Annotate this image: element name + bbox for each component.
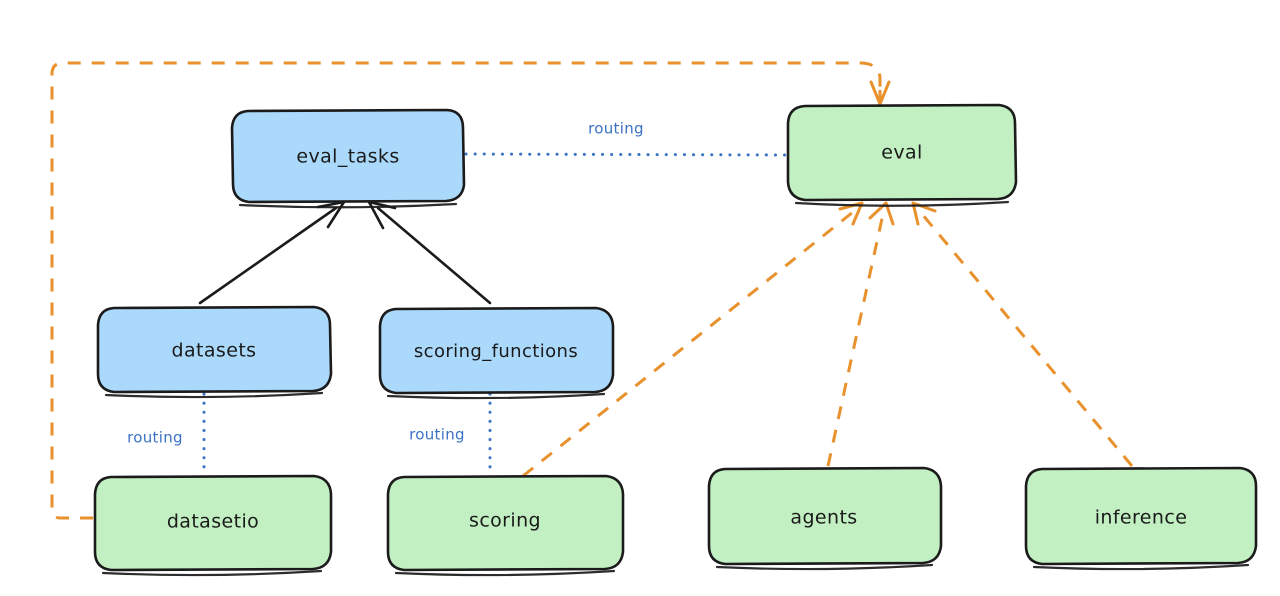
- edge-datasetio-to-eval: [50, 61, 891, 520]
- edge-datasetio-to-eval-line: [50, 61, 882, 520]
- edge-datasets-to-datasetio: routing: [127, 392, 206, 476]
- edge-label-routing-datasetio: routing: [127, 429, 183, 447]
- node-eval[interactable]: eval: [786, 103, 1018, 207]
- node-eval_tasks-label: eval_tasks: [296, 146, 399, 168]
- edge-inference-to-eval-line: [920, 213, 1134, 467]
- node-scoring_functions-label: scoring_functions: [414, 341, 578, 362]
- node-eval_tasks-shadow: [238, 202, 458, 209]
- edge-inference-to-eval: [911, 201, 1134, 467]
- node-eval_tasks[interactable]: eval_tasks: [230, 108, 466, 209]
- node-scoring_functions-box: [378, 306, 615, 395]
- node-scoring[interactable]: scoring: [386, 474, 625, 577]
- edge-agents-to-eval-line: [826, 213, 885, 467]
- node-inference-shadow: [1032, 563, 1250, 571]
- edge-datasets-to-eval_tasks-line: [198, 206, 338, 305]
- edge-label-routing-eval: routing: [588, 120, 644, 138]
- node-inference-label: inference: [1095, 507, 1188, 529]
- node-eval_tasks-box: [230, 108, 466, 204]
- edge-scoring_functions-to-scoring: routing: [409, 392, 492, 476]
- node-agents[interactable]: agents: [707, 466, 943, 571]
- edge-group-composition: [198, 200, 492, 305]
- edge-group-routing: routing routing routing: [127, 120, 789, 476]
- node-datasets-shadow: [104, 391, 324, 399]
- node-inference[interactable]: inference: [1024, 466, 1258, 571]
- edge-agents-to-eval: [826, 201, 895, 467]
- edge-label-routing-scoring: routing: [409, 426, 465, 444]
- node-datasetio[interactable]: datasetio: [93, 474, 333, 577]
- node-eval-label: eval: [881, 142, 922, 164]
- edge-eval_tasks-to-eval: routing: [464, 120, 789, 157]
- node-datasetio-box: [93, 474, 333, 572]
- node-agents-label: agents: [790, 507, 857, 529]
- node-scoring-label: scoring: [469, 510, 541, 532]
- node-eval-shadow: [794, 200, 1010, 207]
- edge-scoring_functions-to-eval_tasks: [367, 200, 492, 305]
- node-eval-box: [786, 103, 1018, 202]
- node-scoring-box: [386, 474, 625, 572]
- node-agents-box: [707, 466, 943, 566]
- node-scoring-shadow: [394, 569, 616, 577]
- node-datasets-label: datasets: [172, 340, 257, 362]
- edge-scoring_functions-to-eval_tasks-line: [376, 206, 492, 305]
- edge-datasets-to-eval_tasks-arrowhead: [316, 200, 346, 229]
- edge-eval_tasks-to-eval-line: [464, 152, 789, 157]
- node-datasets[interactable]: datasets: [96, 305, 333, 399]
- node-agents-shadow: [715, 563, 934, 571]
- node-datasetio-shadow: [101, 569, 323, 577]
- edge-datasets-to-eval_tasks: [198, 200, 346, 305]
- node-datasetio-label: datasetio: [167, 511, 259, 533]
- node-scoring_functions[interactable]: scoring_functions: [378, 306, 615, 400]
- node-scoring_functions-shadow: [386, 392, 606, 400]
- edge-datasetio-to-eval-arrowhead: [869, 80, 891, 106]
- node-datasets-box: [96, 305, 333, 394]
- node-inference-box: [1024, 466, 1258, 566]
